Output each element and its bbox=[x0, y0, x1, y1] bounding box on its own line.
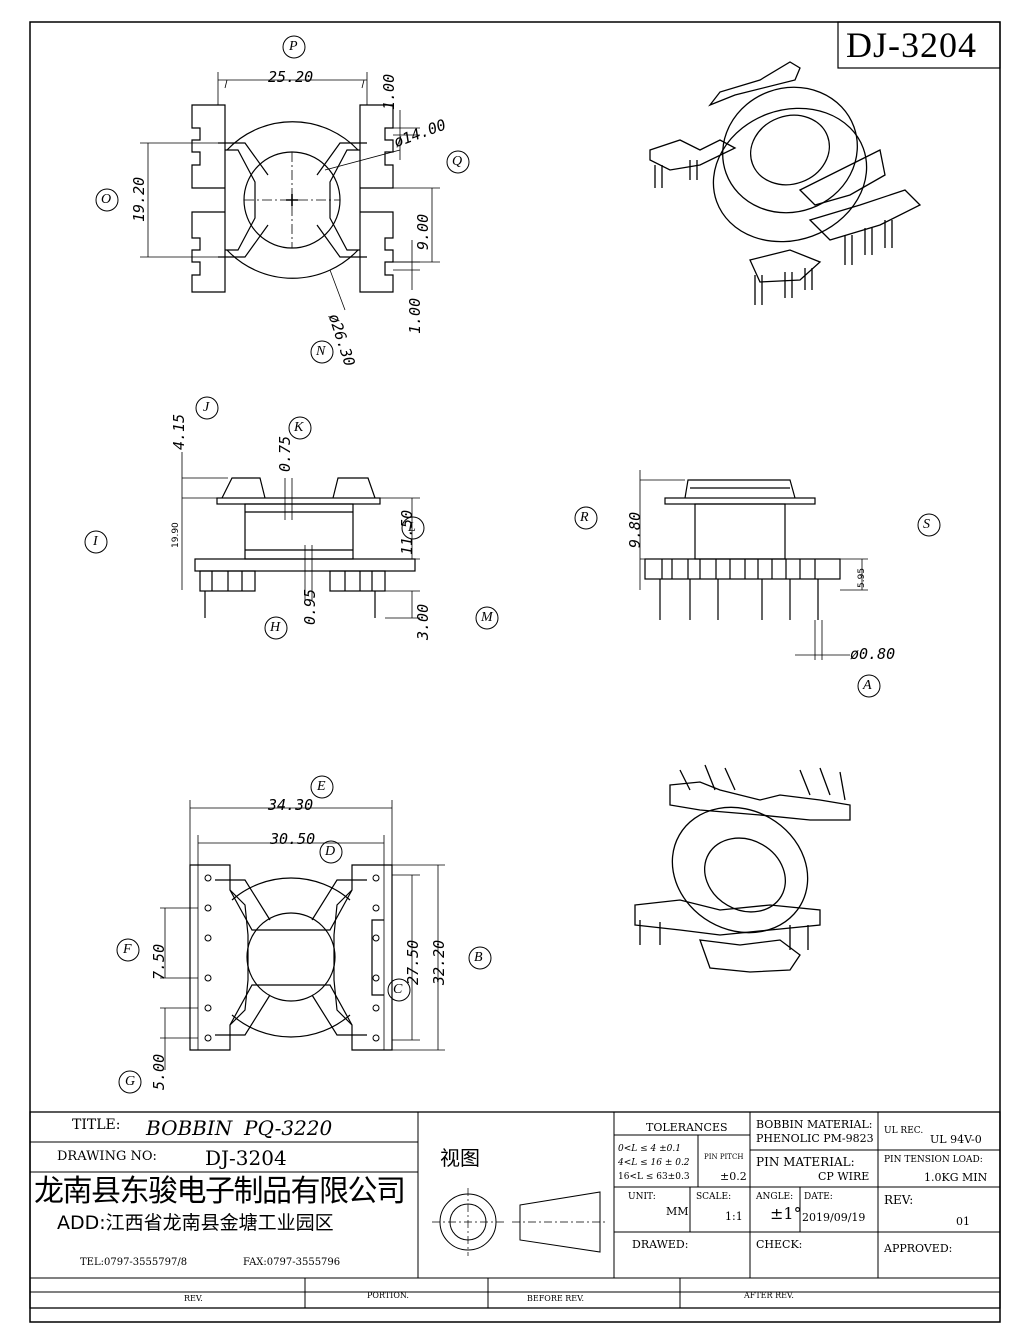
pin-pitch-value: ±0.2 bbox=[720, 1170, 747, 1183]
dim-bottom-pitch: 7.50 bbox=[150, 943, 168, 980]
bubble-q: Q bbox=[452, 154, 463, 169]
bubble-j: J bbox=[203, 400, 210, 415]
check-label: CHECK: bbox=[756, 1238, 803, 1251]
company-name: 龙南县东骏电子制品有限公司 bbox=[34, 1174, 406, 1209]
top-view bbox=[140, 72, 440, 311]
title-block bbox=[29, 1111, 1001, 1309]
dim-bottom-width-inner: 30.50 bbox=[270, 830, 316, 848]
tolerance-3: 16<L ≤ 63±0.3 bbox=[618, 1172, 690, 1182]
bubble-e: E bbox=[317, 779, 326, 794]
bubble-k: K bbox=[294, 420, 304, 435]
rev-col-header: REV. bbox=[184, 1294, 203, 1303]
angle-label: ANGLE: bbox=[756, 1192, 794, 1202]
front-view bbox=[181, 452, 420, 619]
dim-top-width: 25.20 bbox=[268, 68, 314, 86]
tolerance-1: 0<L ≤ 4 ±0.1 bbox=[618, 1144, 681, 1154]
after-rev-col-header: AFTER REV. bbox=[744, 1291, 794, 1300]
drawing-no-label: DRAWING NO: bbox=[57, 1149, 157, 1164]
bubble-p: P bbox=[289, 39, 298, 54]
bubble-h: H bbox=[270, 620, 281, 635]
bubble-g: G bbox=[125, 1074, 136, 1089]
company-address: ADD:江西省龙南县金塘工业园区 bbox=[57, 1212, 334, 1234]
bubble-l: L bbox=[408, 520, 416, 535]
portion-col-header: PORTION. bbox=[367, 1291, 409, 1300]
angle-value: ±1° bbox=[770, 1204, 802, 1223]
before-rev-col-header: BEFORE REV. bbox=[527, 1294, 585, 1303]
drawing-no-value: DJ-3204 bbox=[205, 1146, 287, 1170]
date-label: DATE: bbox=[804, 1192, 833, 1202]
dim-top-height: 19.20 bbox=[130, 176, 148, 222]
dim-front-pin: 3.00 bbox=[414, 603, 432, 640]
dim-front-flange: 0.75 bbox=[276, 435, 294, 472]
dim-top-pin-gap: 9.00 bbox=[414, 213, 432, 250]
ul-rec-label: UL REC. bbox=[884, 1126, 924, 1136]
ul-rec-value: UL 94V-0 bbox=[930, 1133, 982, 1146]
pin-tension-value: 1.0KG MIN bbox=[924, 1171, 988, 1184]
dim-side-base: 5.95 bbox=[857, 567, 867, 588]
bubble-o: O bbox=[101, 192, 112, 207]
bottom-view bbox=[160, 800, 445, 1070]
bubble-i: I bbox=[93, 534, 98, 549]
drawed-label: DRAWED: bbox=[632, 1238, 689, 1251]
unit-label: UNIT: bbox=[628, 1192, 656, 1202]
dim-top-slot: 1.00 bbox=[406, 297, 424, 334]
bubble-d: D bbox=[325, 844, 336, 859]
company-fax: FAX:0797-3555796 bbox=[243, 1257, 341, 1268]
tolerances-label: TOLERANCES bbox=[646, 1121, 728, 1134]
pin-pitch-label: PIN PITCH bbox=[704, 1153, 744, 1161]
pin-material-value: CP WIRE bbox=[818, 1170, 870, 1183]
dim-bottom-width-outer: 34.30 bbox=[268, 796, 314, 814]
scale-value: 1:1 bbox=[725, 1210, 743, 1223]
side-view bbox=[639, 470, 868, 660]
title-value: BOBBIN bbox=[146, 1116, 233, 1140]
view-label: 视图 bbox=[440, 1146, 480, 1170]
dim-side-height: 9.80 bbox=[626, 511, 644, 548]
dim-front-total: 19.90 bbox=[171, 522, 181, 548]
dim-top-rail-gap: 1.00 bbox=[380, 73, 398, 110]
bubble-r: R bbox=[580, 510, 589, 525]
bubble-s: S bbox=[923, 517, 930, 532]
scale-label: SCALE: bbox=[696, 1192, 732, 1202]
dim-front-top: 4.15 bbox=[170, 413, 188, 450]
dim-front-base: 0.95 bbox=[301, 588, 319, 625]
dim-bottom-inner-height: 27.50 bbox=[404, 939, 422, 985]
drawing-code: DJ-3204 bbox=[846, 25, 977, 65]
iso-view-bottom bbox=[634, 764, 851, 973]
bubble-c: C bbox=[393, 982, 403, 997]
unit-value: MM bbox=[666, 1205, 689, 1218]
dim-bottom-outer-height: 32.20 bbox=[430, 939, 448, 985]
rev-value: 01 bbox=[956, 1215, 970, 1228]
bubble-m: M bbox=[481, 610, 493, 625]
rev-label: REV: bbox=[884, 1193, 914, 1207]
pin-material-label: PIN MATERIAL: bbox=[756, 1155, 855, 1169]
bubble-n: N bbox=[316, 344, 326, 359]
approved-label: APPROVED: bbox=[884, 1242, 953, 1255]
bubble-a: A bbox=[863, 678, 872, 693]
pin-tension-label: PIN TENSION LOAD: bbox=[884, 1155, 983, 1165]
title-model: PQ-3220 bbox=[244, 1116, 333, 1140]
company-tel: TEL:0797-3555797/8 bbox=[80, 1257, 188, 1268]
iso-view-top bbox=[649, 61, 922, 305]
dim-front-core: 11.50 bbox=[398, 509, 416, 555]
bubble-f: F bbox=[123, 942, 132, 957]
bubble-b: B bbox=[474, 950, 483, 965]
dim-bottom-pin-gap: 5.00 bbox=[150, 1053, 168, 1090]
tolerance-2: 4<L ≤ 16 ± 0.2 bbox=[618, 1158, 690, 1168]
dim-side-pin-dia: ø0.80 bbox=[850, 645, 896, 663]
title-label: TITLE: bbox=[72, 1117, 121, 1133]
bobbin-material-label: BOBBIN MATERIAL: bbox=[756, 1118, 873, 1131]
date-value: 2019/09/19 bbox=[802, 1211, 866, 1224]
bobbin-material-value: PHENOLIC PM-9823 bbox=[756, 1132, 874, 1145]
